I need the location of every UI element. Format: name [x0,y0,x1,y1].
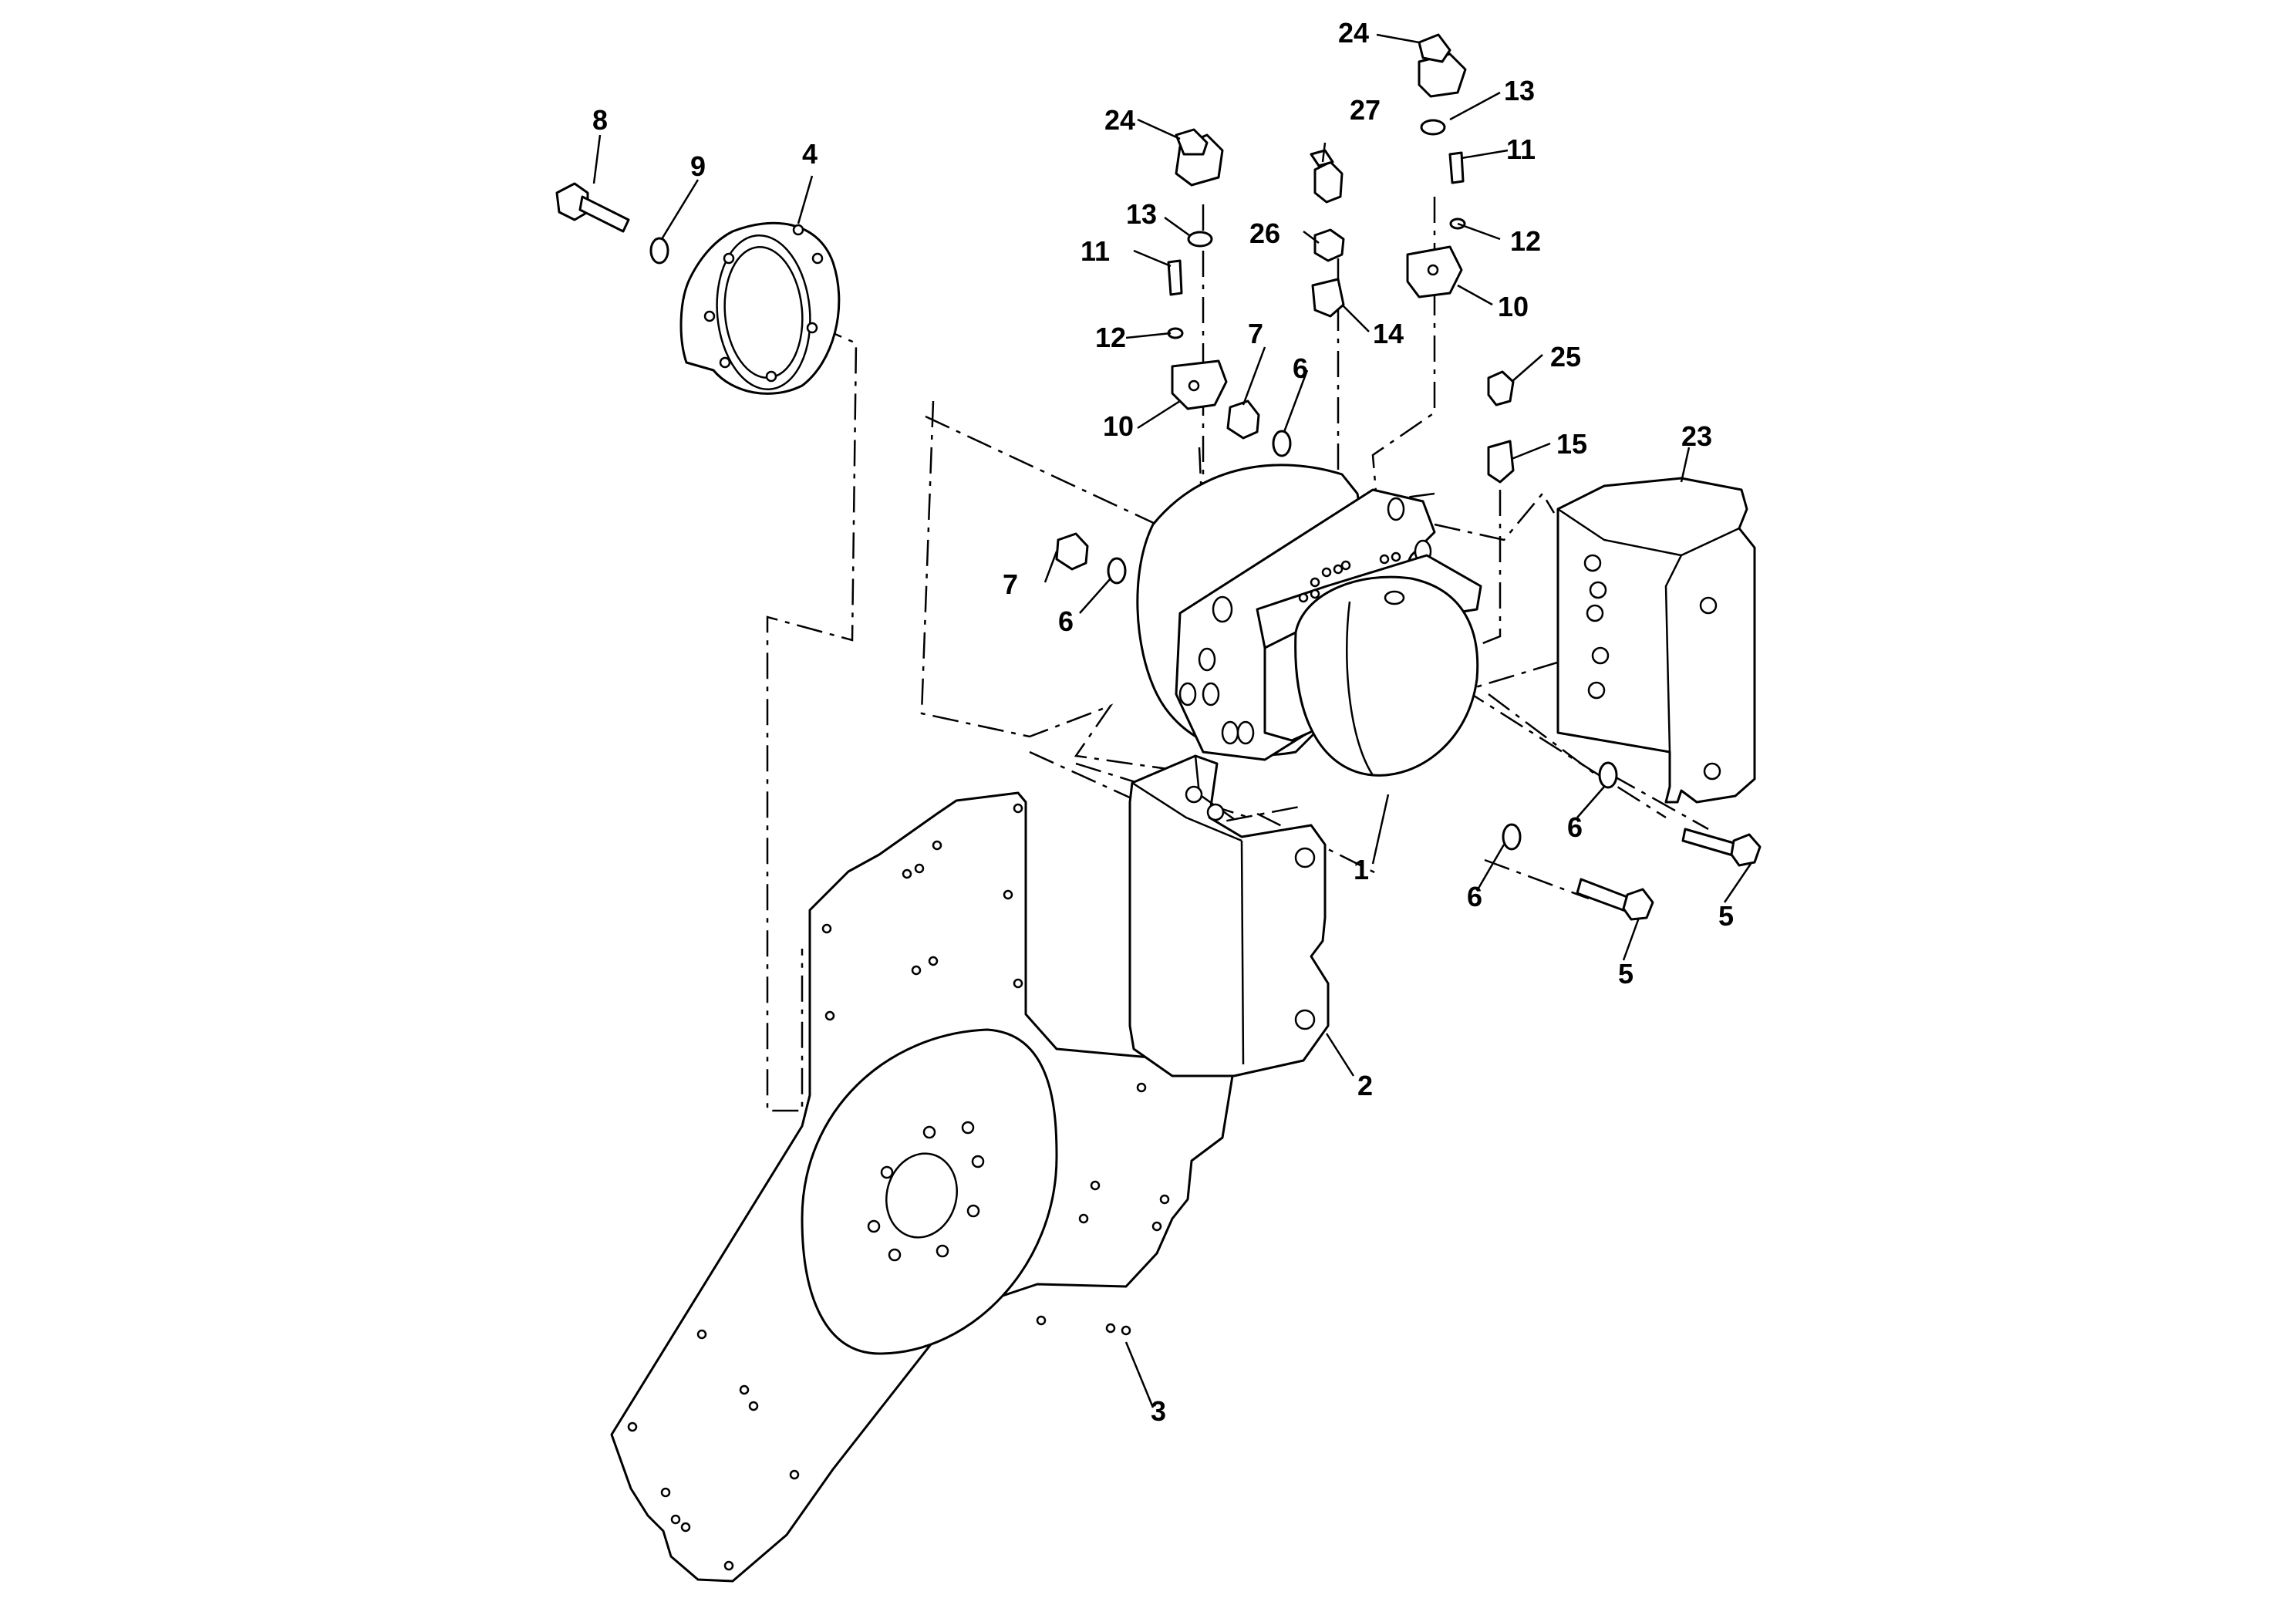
callout-9: 9 [690,150,706,182]
callout-12-right: 12 [1510,225,1541,257]
fitting-25 [1487,370,1515,406]
callout-24-right: 24 [1338,17,1369,49]
clamps-10 [1171,245,1463,410]
bolts-11 [1167,151,1465,296]
callout-4: 4 [802,138,818,170]
callout-7-left: 7 [1003,568,1018,600]
callout-6-right: 6 [1567,811,1583,843]
callout-2: 2 [1357,1070,1373,1101]
bolts-5 [1576,828,1762,921]
callout-14: 14 [1373,318,1404,349]
fitting-27 [1310,149,1344,204]
callout-24-left: 24 [1104,104,1135,136]
callout-11-left: 11 [1081,235,1110,267]
callout-6-left: 6 [1058,605,1074,637]
fitting-24-left [1175,128,1224,248]
callout-1: 1 [1354,854,1369,885]
fitting-15 [1487,440,1515,484]
callout-11-right: 11 [1506,133,1536,165]
callout-26: 26 [1249,218,1280,249]
callout-3: 3 [1151,1395,1166,1427]
fitting-26 [1313,228,1345,262]
nuts-7 [1055,400,1260,571]
flange-ring [679,221,841,395]
callout-6-lower: 6 [1467,881,1482,912]
lower-bracket [1128,754,1330,1077]
callout-23: 23 [1681,420,1712,452]
callout-8: 8 [592,104,608,136]
callout-13-right: 13 [1504,75,1535,106]
callout-27: 27 [1350,94,1381,126]
bolt-8 [555,182,630,233]
callout-15: 15 [1556,428,1587,460]
callout-10-left: 10 [1103,410,1134,442]
callout-5-lower: 5 [1618,958,1633,990]
callout-13-left: 13 [1126,198,1157,230]
fitting-24-right [1418,33,1467,136]
callout-leaders [592,33,1752,1408]
hydraulic-motor [1136,464,1482,777]
callout-25: 25 [1550,341,1581,373]
callout-5-right: 5 [1718,900,1734,932]
callout-6-top: 6 [1293,352,1308,384]
washers-6 [1107,430,1618,851]
callout-7-top: 7 [1248,318,1263,349]
fitting-14 [1311,278,1345,318]
plate-bolt-holes [627,803,1170,1571]
callout-10-right: 10 [1498,291,1529,322]
callout-labels: 1 2 3 4 5 5 6 6 6 6 7 7 8 9 10 10 11 11 … [592,17,1734,1427]
right-bracket [1556,477,1756,804]
callout-12-left: 12 [1095,322,1126,353]
washer-9 [649,237,669,265]
